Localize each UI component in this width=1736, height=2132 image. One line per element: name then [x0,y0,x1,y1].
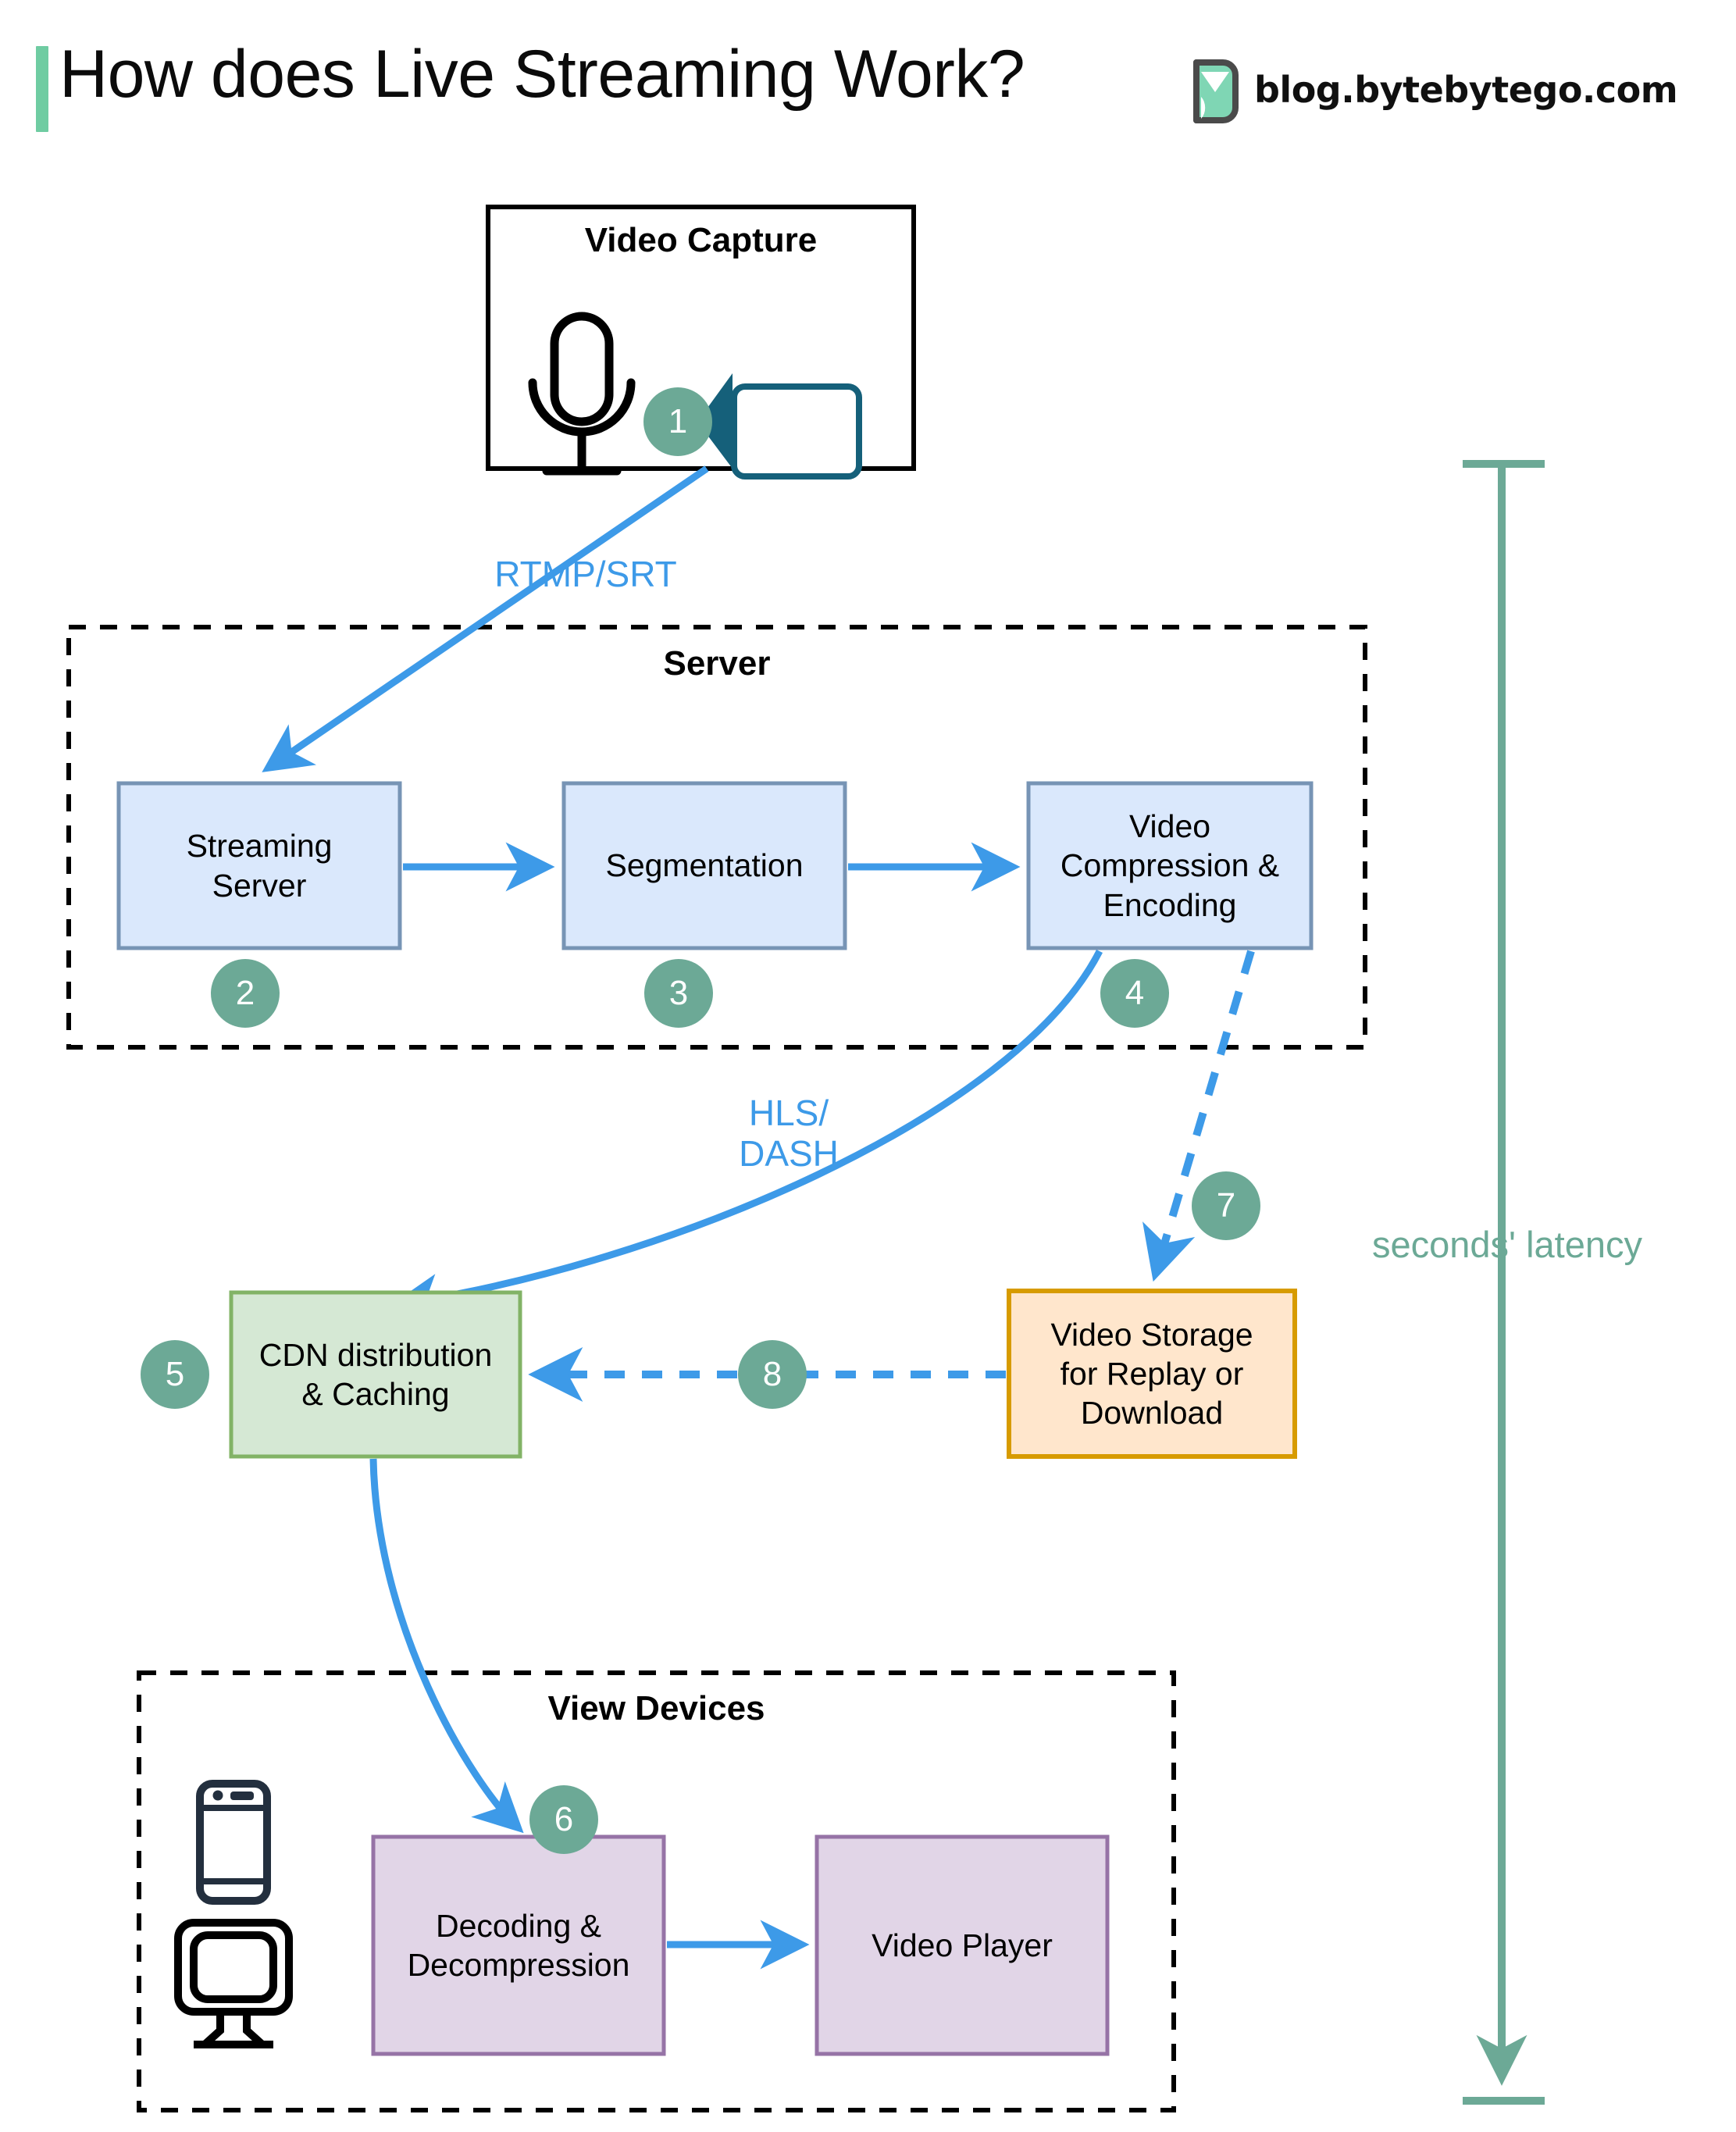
node-cdn-box [229,1290,522,1459]
node-segmentation-box [561,781,847,950]
mobile-phone-icon [196,1780,271,1905]
badge-5-circle [141,1340,209,1409]
edge-label-rtmp-srt: RTMP/SRT [494,554,677,594]
node-video-compression-box [1026,781,1314,950]
badge-4-circle [1100,959,1169,1028]
group-server [66,625,1367,1050]
page-title: How does Live Streaming Work? [59,37,1025,112]
badge-3-circle [644,959,713,1028]
node-streaming-server-box [116,781,402,950]
node-video-storage-box [1007,1289,1297,1459]
node-video-player-box [815,1834,1110,2056]
node-segmentation-label[interactable]: Segmentation [605,847,804,884]
node-decoding-decompression-label[interactable]: Decoding & Decompression [407,1907,630,1983]
badge-7-circle [1192,1171,1260,1240]
brand-watermark: blog.bytebytego.com [1189,56,1678,123]
node-cdn-distribution-caching-label[interactable]: CDN distribution & Caching [258,1336,493,1412]
edge-capture-to-streaming-server [262,465,709,772]
edge-compression-to-cdn [390,949,1103,1323]
edge-label-hls-dash: HLS/ DASH [739,1093,839,1174]
video-camera-icon [697,373,862,480]
latency-annotation: seconds' latency [1372,1224,1643,1265]
title-accent-bar [36,46,48,132]
group-title-view-devices: View Devices [547,1689,765,1727]
page-header: How does Live Streaming Work? blog.byteb… [0,0,1736,156]
desktop-monitor-icon [174,1919,293,2048]
brand-text: blog.bytebytego.com [1254,69,1678,111]
badge-1-circle [643,387,712,456]
node-video-storage-label[interactable]: Video Storage for Replay or Download [1050,1316,1253,1431]
edge-cdn-to-decoding [369,1458,524,1834]
badge-8-circle [738,1340,807,1409]
microphone-icon [528,312,636,476]
group-title-video-capture: Video Capture [584,221,818,259]
badge-2-circle [211,959,280,1028]
node-decoding-box [371,1834,666,2056]
edge-compression-to-storage [1142,950,1255,1282]
node-video-compression-encoding-label[interactable]: Video Compression & Encoding [1060,808,1280,923]
badge-6-circle [529,1785,598,1854]
latency-bracket [1463,460,1545,2105]
bytebytego-logo-icon [1193,59,1239,123]
group-title-server: Server [663,644,771,683]
group-view-devices [137,1670,1176,2112]
node-video-player-label[interactable]: Video Player [872,1927,1053,1963]
node-streaming-server-label[interactable]: Streaming Server [186,828,333,904]
